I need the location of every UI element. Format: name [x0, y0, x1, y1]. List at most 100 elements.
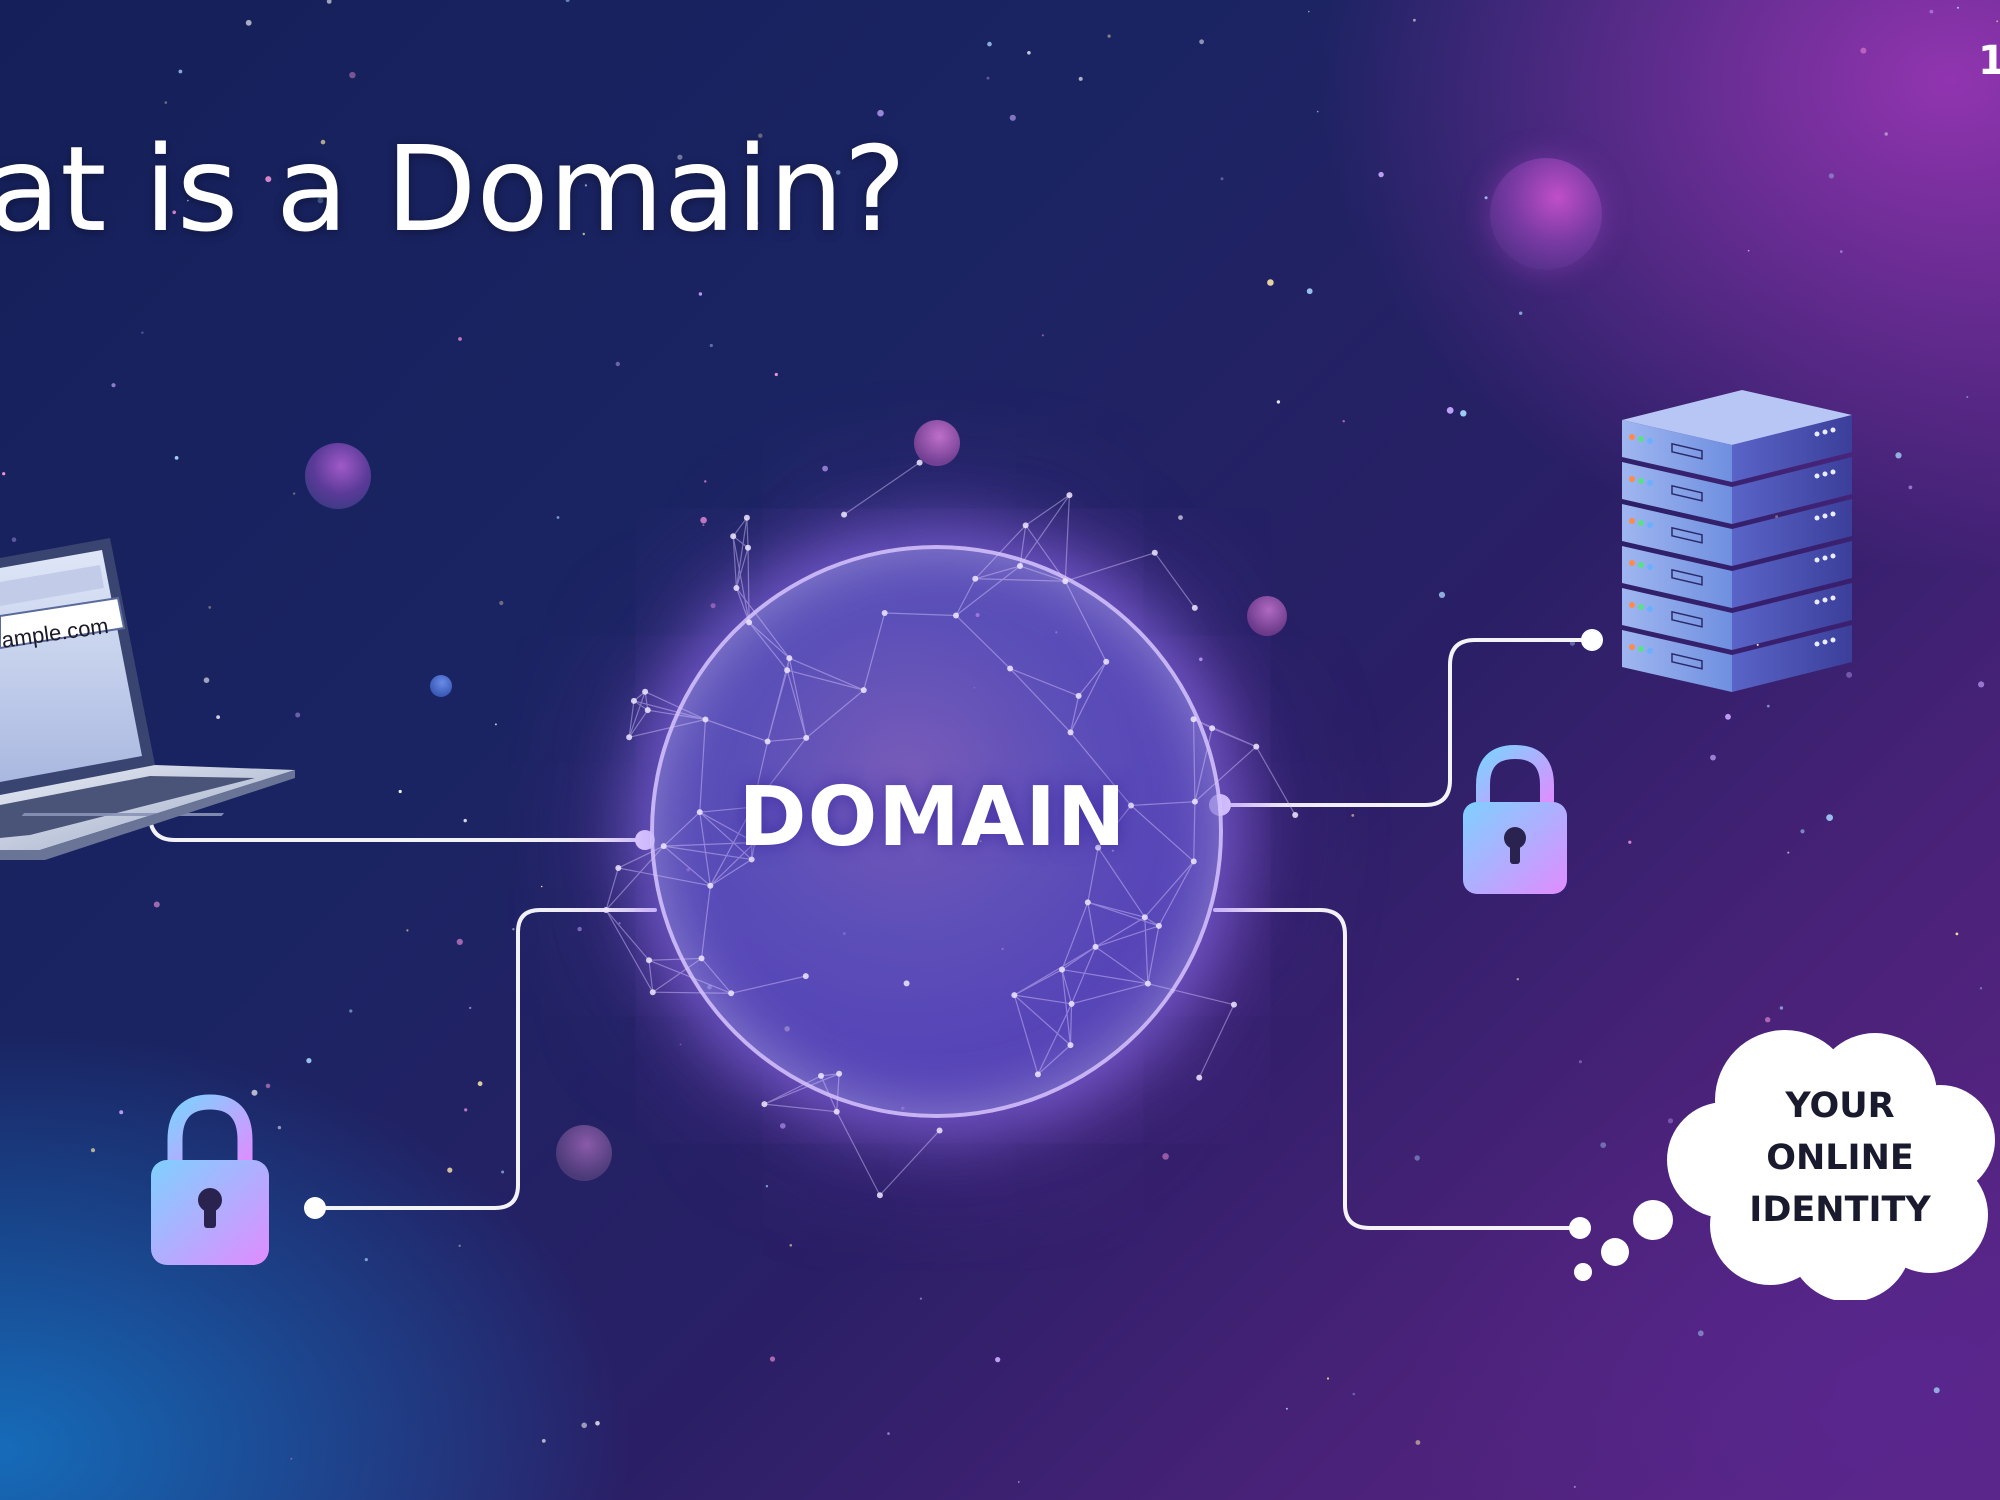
- star-icon: [501, 1170, 505, 1174]
- star-icon: [1516, 978, 1520, 981]
- planet-icon: [914, 420, 960, 466]
- star-icon: [447, 1167, 453, 1173]
- star-icon: [1199, 39, 1204, 45]
- mesh-node: [802, 973, 809, 980]
- server-rack-icon: [1622, 390, 1852, 692]
- server-indicator: [1830, 469, 1836, 475]
- server-indicator: [1814, 473, 1820, 479]
- star-icon: [1342, 420, 1345, 423]
- server-unit-side: [1732, 541, 1852, 608]
- star-icon: [919, 1297, 923, 1300]
- mesh-node: [707, 882, 714, 889]
- server-indicator: [1830, 511, 1836, 517]
- mesh-node: [841, 511, 848, 518]
- planet-icon: [556, 1125, 612, 1181]
- mesh-node: [696, 809, 703, 816]
- connector-globe-server: [1218, 638, 1592, 807]
- mesh-node: [784, 667, 791, 674]
- server-slot: [1671, 526, 1703, 544]
- star-icon: [290, 1457, 293, 1460]
- mesh-node: [1190, 858, 1197, 865]
- server-led: [1629, 602, 1635, 608]
- star-icon: [1667, 1118, 1674, 1124]
- star-icon: [789, 1244, 793, 1247]
- star-icon: [119, 1110, 124, 1115]
- star-icon: [1800, 829, 1805, 834]
- mesh-node: [1103, 658, 1110, 665]
- server-indicator: [1822, 513, 1828, 519]
- star-icon: [1908, 485, 1913, 490]
- server-indicator: [1814, 557, 1820, 563]
- star-icon: [1378, 171, 1384, 178]
- star-icon: [406, 929, 409, 932]
- server-led: [1647, 648, 1653, 654]
- star-icon: [1710, 754, 1716, 761]
- mesh-node: [1068, 1000, 1075, 1007]
- star-icon: [1316, 110, 1319, 113]
- star-icon: [1828, 173, 1834, 179]
- star-icon: [1041, 334, 1044, 337]
- star-icon: [1199, 657, 1203, 662]
- server-led: [1629, 560, 1635, 566]
- mesh-node: [649, 989, 656, 996]
- mesh-node: [836, 1070, 843, 1077]
- slide-title: at is a Domain?: [0, 120, 907, 258]
- server-led: [1647, 480, 1653, 486]
- mesh-node: [1196, 1074, 1203, 1081]
- mesh-node: [916, 459, 923, 466]
- server-led: [1638, 562, 1644, 568]
- star-icon: [698, 292, 703, 296]
- globe-network-mesh: [603, 459, 1299, 1199]
- star-icon: [494, 723, 497, 726]
- cloud-text-line: YOUR: [1785, 1086, 1895, 1126]
- star-icon: [995, 1357, 1001, 1363]
- server-led: [1647, 564, 1653, 570]
- mesh-node: [1011, 992, 1018, 999]
- star-icon: [164, 101, 168, 104]
- star-icon: [835, 170, 841, 175]
- star-icon: [349, 71, 356, 79]
- server-slot: [1671, 652, 1703, 670]
- star-icon: [265, 1083, 271, 1089]
- mesh-node: [1209, 725, 1216, 732]
- mesh-node: [1016, 563, 1023, 570]
- star-icon: [1765, 1017, 1771, 1023]
- star-icon: [582, 232, 585, 236]
- mesh-node: [1155, 922, 1162, 929]
- mesh-node: [642, 688, 649, 695]
- mesh-node: [761, 1101, 768, 1108]
- mesh-node: [1062, 578, 1069, 585]
- star-icon: [677, 154, 683, 160]
- star-icon: [765, 1185, 769, 1188]
- star-icon: [1162, 1153, 1169, 1160]
- star-icon: [463, 818, 467, 823]
- star-icon: [265, 176, 272, 183]
- mesh-node: [972, 575, 979, 582]
- star-icon: [1628, 840, 1632, 844]
- mesh-node: [1253, 743, 1260, 750]
- server-unit-front: [1622, 420, 1732, 482]
- laptop-icon: [0, 538, 295, 860]
- star-icon: [1775, 515, 1778, 519]
- mesh-node: [748, 856, 755, 863]
- star-icon: [469, 1006, 472, 1010]
- server-indicator: [1822, 471, 1828, 477]
- star-icon: [1725, 713, 1731, 720]
- star-icon: [758, 133, 763, 138]
- mesh-node: [764, 738, 771, 745]
- connector-node: [304, 1197, 326, 1219]
- star-icon: [1860, 47, 1867, 54]
- mesh-node: [644, 707, 651, 714]
- thought-cloud-icon: [1574, 1030, 1995, 1300]
- mesh-node: [1066, 492, 1073, 499]
- star-icon: [540, 885, 543, 888]
- server-led: [1629, 644, 1635, 650]
- star-icon: [464, 1108, 468, 1112]
- star-icon: [700, 516, 707, 524]
- star-icon: [769, 1356, 776, 1362]
- mesh-node: [626, 734, 633, 741]
- star-icon: [317, 197, 324, 204]
- server-indicator: [1830, 553, 1836, 559]
- connector-globe-lock-left: [313, 908, 657, 1210]
- server-unit-front: [1622, 546, 1732, 608]
